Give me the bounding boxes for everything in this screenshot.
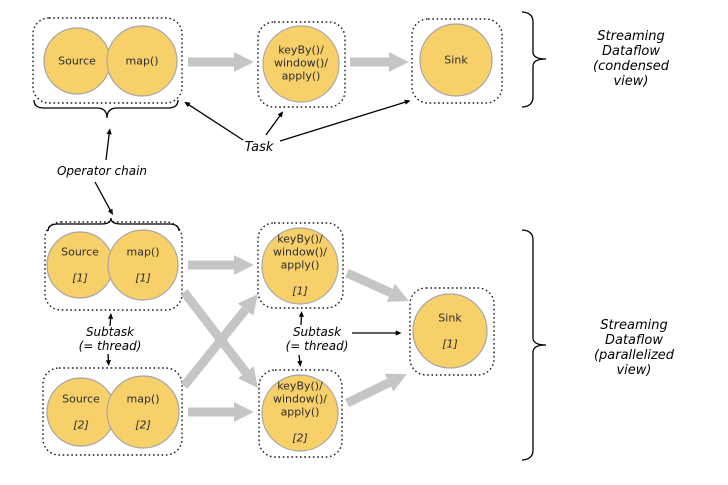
parallel-keyby1-circle: [261, 227, 339, 305]
condensed-keyby-circle: [262, 25, 340, 103]
parallel-view-caption: Streaming Dataflow (parallelized view): [593, 318, 675, 378]
subtask-left-label: Subtask (= thread): [78, 325, 142, 353]
parallel-sink1-circle: [412, 293, 488, 369]
parallel-keyby2-circle: [261, 374, 339, 452]
node-index: [1]: [442, 337, 458, 351]
parallel-map2-circle: [106, 375, 180, 449]
parallel-keyby2-box: [258, 369, 343, 458]
operator-chain-label: Operator chain: [56, 164, 148, 178]
parallel-keyby2-label: keyBy()/ window()/ apply() [2]: [273, 367, 327, 458]
node-index: [2]: [73, 418, 89, 432]
node-text: Source: [62, 392, 100, 406]
parallel-map2-label: map() [2]: [126, 380, 159, 445]
parallel-sink1-label: Sink [1]: [438, 299, 461, 364]
node-text: map(): [126, 245, 160, 259]
flow-arrow-keyby2-to-sink1: [345, 373, 407, 408]
node-text: Source: [61, 245, 99, 259]
condensed-chain-underbrace: [33, 99, 179, 119]
operator-chain-pointer-down: [94, 181, 113, 216]
condensed-map-circle: [106, 25, 178, 97]
parallel-chain1-overbrace: [47, 217, 180, 232]
node-index: [1]: [292, 284, 308, 298]
condensed-keyby-label: keyBy()/ window()/ apply(): [273, 43, 329, 83]
node-text: keyBy()/ window()/ apply(): [272, 379, 328, 419]
subtask-left-pointer-up: [108, 312, 114, 327]
flow-arrow-chain1-to-keyby2: [180, 289, 258, 388]
parallel-view-bracket: [521, 229, 547, 461]
parallel-chain2-box: [42, 367, 183, 456]
task-pointer-to-keyby: [265, 111, 284, 136]
parallel-source1-label: Source [1]: [61, 233, 99, 298]
flow-arrow-keyby1-to-sink1: [345, 268, 409, 302]
parallel-keyby1-box: [257, 222, 344, 309]
condensed-source-label: Source: [58, 54, 96, 68]
node-index: [2]: [292, 431, 308, 445]
parallel-map1-label: map() [1]: [126, 233, 159, 298]
parallel-keyby1-label: keyBy()/ window()/ apply() [1]: [273, 220, 327, 311]
condensed-map-label: map(): [125, 54, 159, 68]
task-pointer-to-sink: [279, 99, 411, 142]
node-index: [1]: [135, 271, 151, 285]
subtask-right-pointer-down: [297, 354, 303, 367]
node-text: keyBy()/ window()/ apply(): [272, 232, 328, 272]
task-label: Task: [244, 140, 274, 155]
node-text: Sink: [438, 311, 462, 325]
task-pointer-to-chain: [184, 101, 244, 141]
condensed-chain-box: [32, 17, 183, 104]
operator-chain-pointer-up: [105, 128, 112, 161]
condensed-sink-box: [411, 18, 503, 104]
node-index: [1]: [72, 271, 88, 285]
condensed-view-bracket: [521, 11, 547, 108]
parallel-sink1-box: [409, 287, 495, 376]
parallel-source2-label: Source [2]: [62, 380, 100, 445]
condensed-keyby-box: [257, 21, 346, 108]
node-index: [2]: [135, 418, 151, 432]
subtask-right-label: Subtask (= thread): [285, 325, 349, 353]
flow-arrow-chain2-to-keyby1: [180, 294, 258, 389]
condensed-sink-circle: [419, 23, 493, 97]
node-text: map(): [126, 392, 160, 406]
parallel-map1-circle: [107, 229, 179, 301]
condensed-sink-label: Sink: [444, 53, 468, 67]
condensed-view-caption: Streaming Dataflow (condensed view): [593, 29, 669, 89]
